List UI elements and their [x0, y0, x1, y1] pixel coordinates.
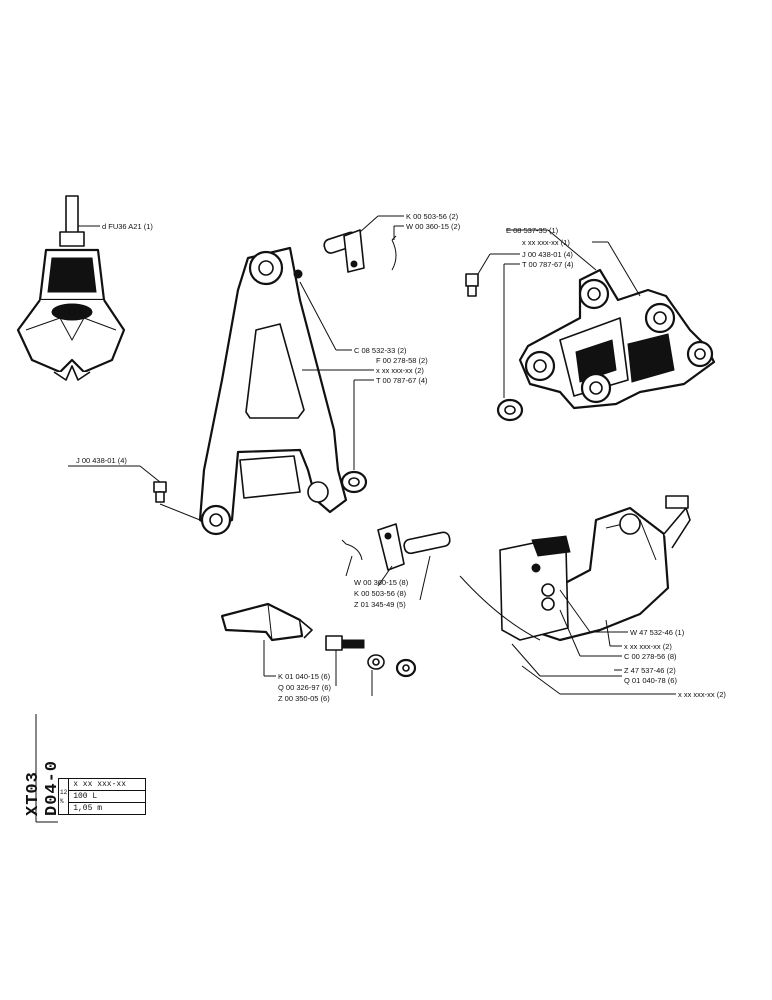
- right-label-1: E 08 537-35 (1): [506, 226, 559, 235]
- nut: [395, 658, 417, 678]
- bottom-label-1: K 01 040-15 (6): [278, 672, 331, 681]
- table-row: 12 % x xx xxx-xx: [57, 778, 147, 815]
- grease-nipple-right: [465, 273, 479, 297]
- title-block-header: x xx xxx-xx: [68, 778, 147, 791]
- table-row: 1,05 m: [59, 802, 147, 815]
- a-frame-bracket: [198, 246, 348, 536]
- title-block-side-mark: 12 %: [57, 778, 70, 815]
- bolt: [325, 635, 365, 651]
- lower-right-label-1: W 47 532-46 (1): [630, 628, 685, 637]
- middle-label-3: Z 01 345-49 (5): [354, 600, 406, 609]
- clip-pin-icon: [391, 235, 397, 271]
- document-code: XT03 D04-0: [24, 759, 62, 816]
- lower-right-label-4: Z 47 537-46 (2): [624, 666, 676, 675]
- center-label-3: x xx xxx-xx (2): [376, 366, 424, 375]
- grease-nipple-left: [153, 481, 167, 503]
- table-row: 100 L: [59, 790, 147, 803]
- title-block-row-1: 100 L: [68, 790, 147, 803]
- top-label-1: K 00 503-56 (2): [406, 212, 459, 221]
- grab-label: d FU36 A21 (1): [102, 222, 153, 231]
- bottom-label-3: Z 00 350-05 (6): [278, 694, 330, 703]
- bucket-assembly: [459, 495, 691, 642]
- washer: [367, 654, 385, 670]
- center-label-1: C 08 532-33 (2): [354, 346, 407, 355]
- lower-bracket: [220, 602, 313, 642]
- right-label-4: T 00 787-67 (4): [522, 260, 574, 269]
- grab-illustration: [16, 195, 126, 381]
- middle-pin: [341, 523, 451, 571]
- title-block-row-2: 1,05 m: [68, 802, 147, 815]
- right-label-2: x xx xxx-xx (1): [522, 238, 570, 247]
- center-label-4: T 00 787-67 (4): [376, 376, 428, 385]
- lower-right-label-2: x xx xxx-xx (2): [624, 642, 672, 651]
- lower-right-label-5: Q 01 040-78 (6): [624, 676, 677, 685]
- title-block-frame: [35, 714, 58, 823]
- middle-label-1: W 00 360-15 (8): [354, 578, 409, 587]
- top-label-2: W 00 360-15 (2): [406, 222, 461, 231]
- lower-right-label-3: C 00 278-56 (8): [624, 652, 677, 661]
- bushing-center: [340, 470, 368, 494]
- bushing-right: [496, 398, 524, 422]
- middle-label-2: K 00 503-56 (8): [354, 589, 407, 598]
- left-label-1: J 00 438-01 (4): [76, 456, 127, 465]
- center-label-2: F 00 278-58 (2): [376, 356, 428, 365]
- top-pin: [293, 229, 365, 279]
- title-block-table: 12 % x xx xxx-xx 100 L 1,05 m: [57, 778, 147, 815]
- right-label-3: J 00 438-01 (4): [522, 250, 573, 259]
- upper-right-bracket: [518, 268, 716, 410]
- lower-right-label-6: x xx xxx-xx (2): [678, 690, 726, 699]
- bottom-label-2: Q 00 326-97 (6): [278, 683, 331, 692]
